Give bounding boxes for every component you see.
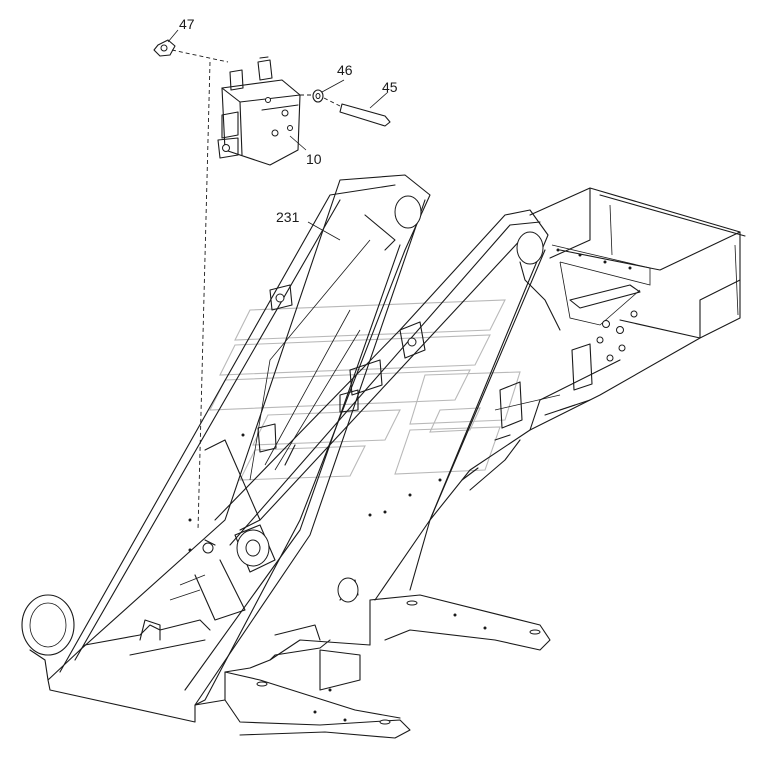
callout-46: 46: [337, 62, 353, 78]
slewing-ring: [21, 594, 75, 656]
rear-frame-box: [529, 187, 746, 391]
callout-231: 231: [276, 209, 300, 225]
washer-46: [312, 89, 324, 103]
valve-block: [221, 79, 301, 166]
valve-block-assembly: [153, 39, 391, 531]
upper-pin-bore: [394, 195, 422, 229]
leader-lines: [167, 29, 389, 241]
watermark-logo: [209, 299, 521, 481]
boom-left-arm: [47, 174, 431, 723]
callout-45: 45: [382, 79, 398, 95]
bolt-45: [339, 103, 391, 127]
base-assembly: [21, 577, 551, 739]
callout-10: 10: [306, 151, 322, 167]
boom-right-arm: [214, 209, 561, 601]
callout-47: 47: [179, 16, 195, 32]
boom-body: [409, 337, 701, 591]
nut-47: [153, 39, 176, 57]
right-pin-bore: [516, 231, 544, 265]
center-pivot: [169, 423, 442, 621]
